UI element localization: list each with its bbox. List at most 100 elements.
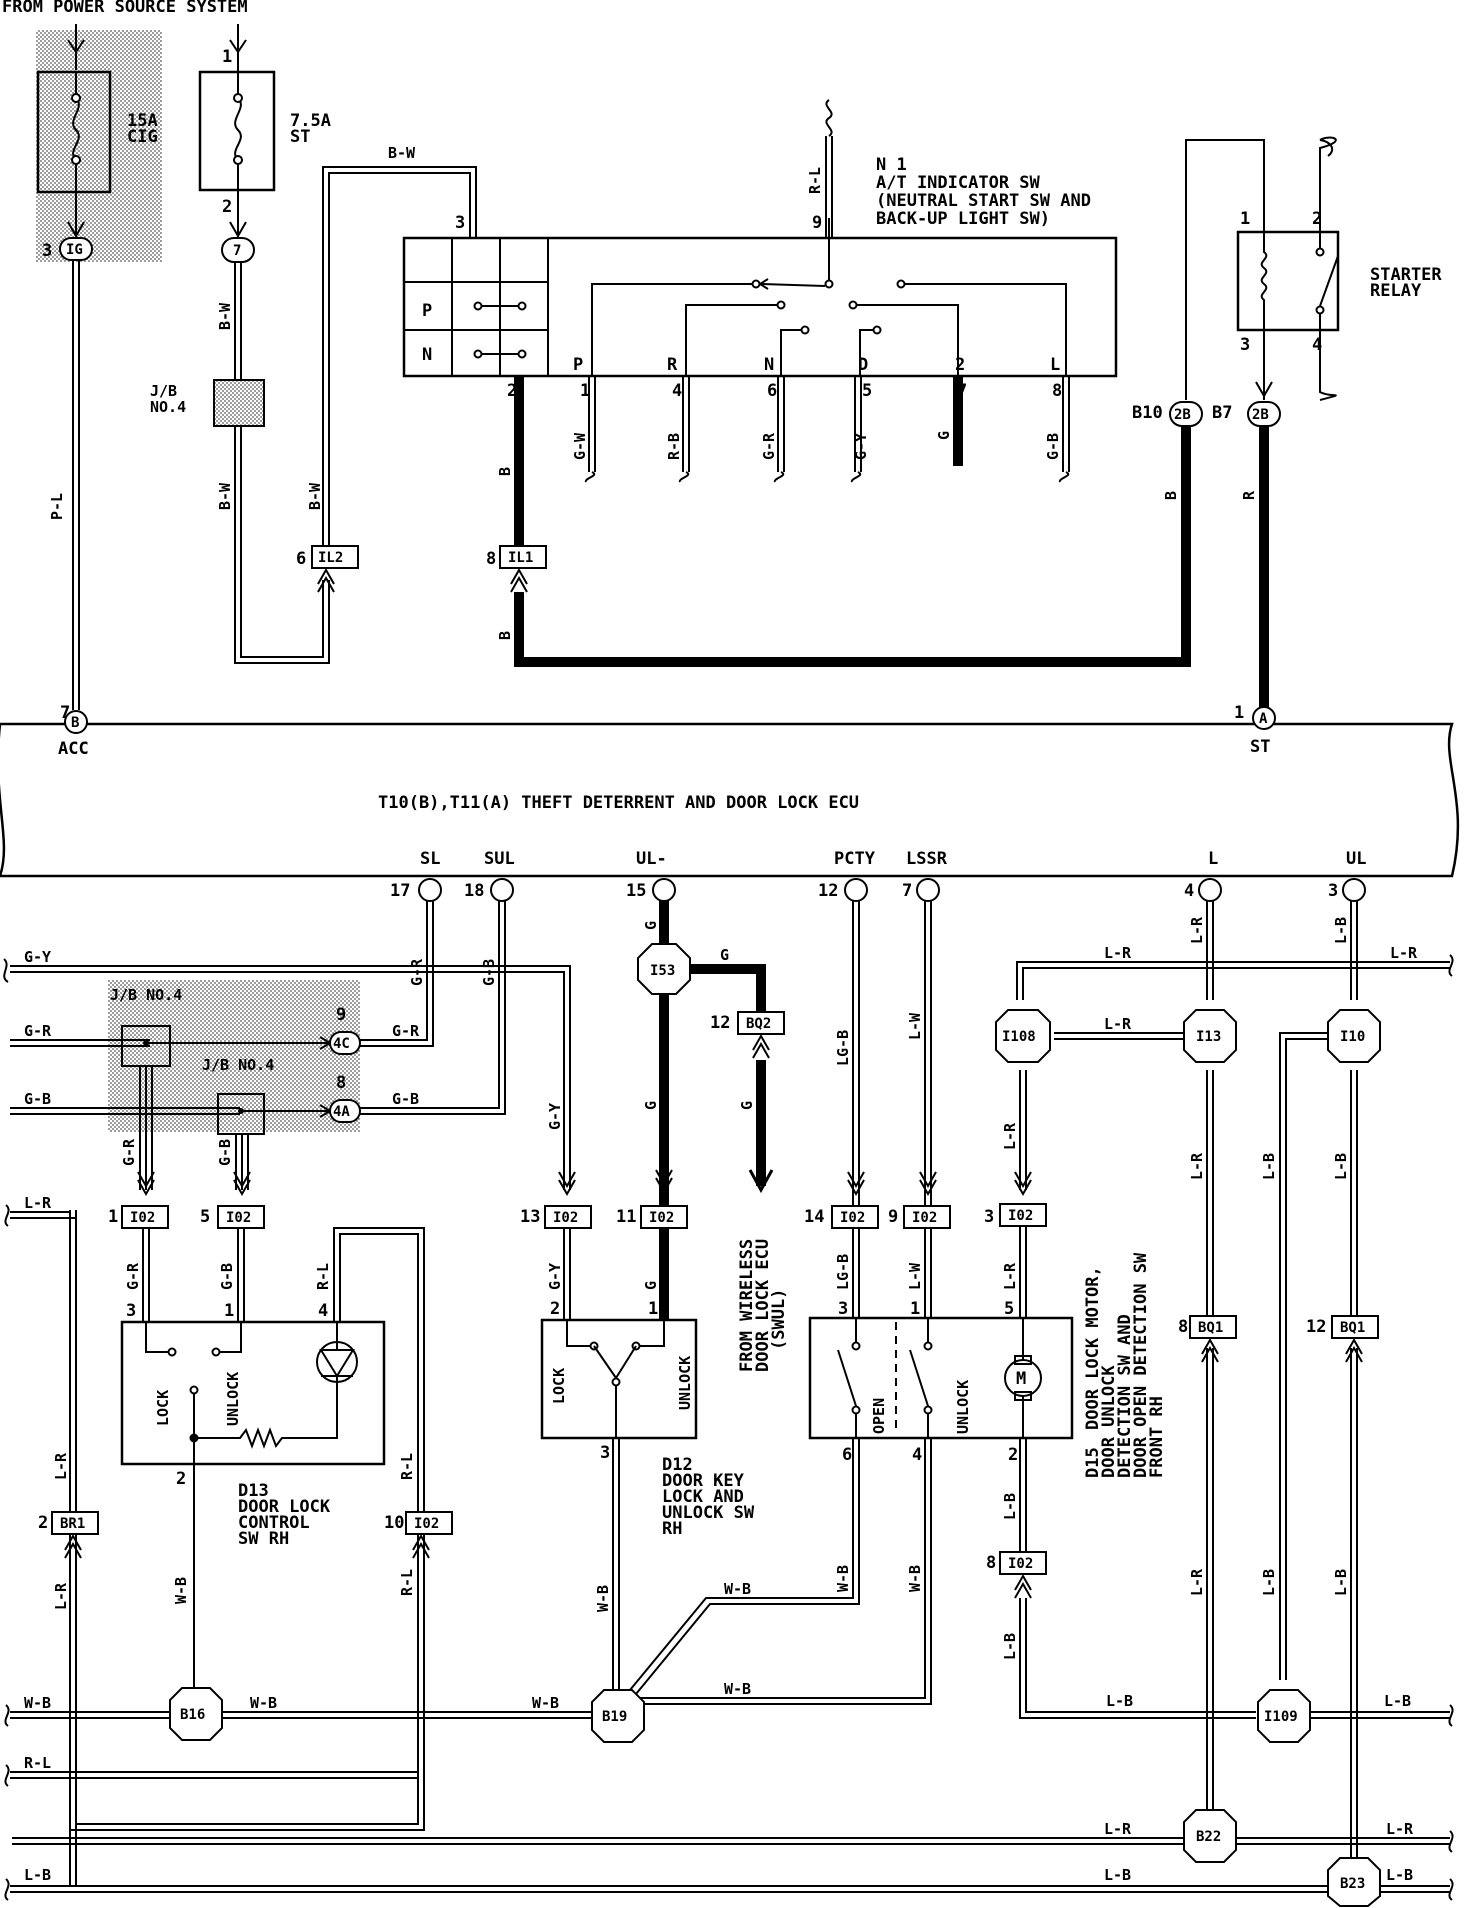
wire-gb-h: G-B bbox=[392, 1090, 419, 1108]
wire-rl-d13: R-L bbox=[314, 1263, 332, 1290]
ecu-pin-4: 4 bbox=[1184, 881, 1194, 901]
conn-i02-8-label: I02 bbox=[1008, 1556, 1033, 1572]
wire-lr-d15: L-R bbox=[1001, 1262, 1019, 1290]
ecu-pin-12-conn bbox=[844, 878, 868, 902]
ecu-pin-4-conn bbox=[1198, 878, 1222, 902]
conn-i02-1-label: I02 bbox=[130, 1210, 155, 1226]
ecu-pin-17: 17 bbox=[390, 881, 410, 901]
ecu-st-conn bbox=[1252, 706, 1276, 730]
d12-l3: UNLOCK SW bbox=[662, 1503, 755, 1523]
bus-lb-right: L-B bbox=[1384, 1692, 1411, 1710]
wire-wb-d15-4-label: W-B bbox=[906, 1565, 924, 1592]
bus-rl-left: R-L bbox=[24, 1754, 51, 1772]
bq2-pin: 12 bbox=[710, 1013, 730, 1033]
n1-pos-n: N bbox=[764, 355, 774, 375]
b10-label: B10 bbox=[1132, 403, 1163, 423]
bus-lr-right: L-R bbox=[1386, 1820, 1414, 1838]
jb-no4a-label: J/B NO.4 bbox=[110, 986, 182, 1004]
wire-b-label-1: B bbox=[496, 467, 514, 476]
i02-row: 1 I02 5 I02 13 I02 11 I02 14 I02 9 I02 3… bbox=[108, 1203, 1047, 1229]
wire-lw bbox=[924, 901, 932, 1206]
d15-switch bbox=[808, 1316, 1074, 1440]
conn-il1-label: IL1 bbox=[508, 550, 533, 566]
wire-p-l bbox=[72, 260, 80, 710]
relay-name2: RELAY bbox=[1370, 281, 1422, 301]
d15-internals bbox=[837, 1318, 1042, 1438]
wire-jb-i02 bbox=[139, 1066, 249, 1190]
conn-ig bbox=[59, 237, 93, 261]
starter-relay bbox=[1236, 230, 1340, 332]
conn-i02-10-label: I02 bbox=[414, 1516, 439, 1532]
d13-pin2: 2 bbox=[176, 1469, 186, 1489]
wire-wb-d15-label: W-B bbox=[724, 1580, 751, 1598]
n1-pin3: 3 bbox=[455, 213, 465, 233]
wire-lr-mid: L-R bbox=[1104, 1015, 1132, 1033]
i02-pin3: 3 bbox=[984, 1207, 994, 1227]
ecu-title: T10(B),T11(A) THEFT DETERRENT AND DOOR L… bbox=[378, 793, 859, 813]
conn-ig-pin: 3 bbox=[42, 241, 52, 261]
wire-gb-d13: G-B bbox=[216, 1139, 234, 1166]
wire-lb-10b: L-B bbox=[1332, 1153, 1350, 1180]
wire-lb-ul: L-B bbox=[1332, 917, 1350, 944]
right-wires bbox=[1016, 901, 1450, 1870]
ecu-acc-conn-label: B bbox=[71, 715, 79, 731]
power-source-label: FROM POWER SOURCE SYSTEM bbox=[2, 0, 248, 17]
bus-lb-bottom: L-B bbox=[1104, 1866, 1131, 1884]
ecu-term-l: L bbox=[1208, 849, 1218, 869]
n1-grid-n: N bbox=[422, 345, 432, 365]
d12-internals bbox=[566, 1320, 665, 1438]
ecu-pin-7: 7 bbox=[902, 881, 912, 901]
d15-l5: FRONT RH bbox=[1147, 1396, 1167, 1478]
wire-d12-in bbox=[563, 1228, 571, 1320]
n1-pos-2: 2 bbox=[955, 355, 965, 375]
d15-l2: DOOR UNLOCK bbox=[1099, 1365, 1119, 1478]
conn-ig-label: IG bbox=[66, 242, 83, 258]
d15-unlock: UNLOCK bbox=[954, 1380, 972, 1434]
ecu-st-pin: 1 bbox=[1234, 703, 1244, 723]
junction-i109 bbox=[1257, 1689, 1311, 1743]
n1-name: A/T INDICATOR SW bbox=[876, 173, 1041, 193]
conn-i02-10 bbox=[405, 1511, 453, 1535]
conn-4c bbox=[329, 1031, 361, 1055]
il1-pin: 8 bbox=[486, 549, 496, 569]
wire-p-l-label: P-L bbox=[48, 493, 66, 520]
wire-lb-h: L-B bbox=[1106, 1692, 1133, 1710]
wireless-l1: FROM WIRELESS bbox=[737, 1239, 757, 1372]
wireless-l2: DOOR LOCK ECU bbox=[753, 1239, 773, 1372]
ecu-term-sul: SUL bbox=[484, 849, 515, 869]
relay-pin3: 3 bbox=[1240, 335, 1250, 355]
junction-i10-label: I10 bbox=[1340, 1029, 1365, 1045]
relay-name1: STARTER bbox=[1370, 265, 1442, 285]
ecu-pin-3: 3 bbox=[1328, 881, 1338, 901]
d12-pin3: 3 bbox=[600, 1443, 610, 1463]
br1-pin: 2 bbox=[38, 1513, 48, 1533]
wire-g-label-2: G bbox=[720, 946, 729, 964]
ecu-pin-17-conn bbox=[418, 878, 442, 902]
relay-pin1: 1 bbox=[1240, 209, 1250, 229]
junction-i53-label: I53 bbox=[650, 963, 675, 979]
i02-pin8: 8 bbox=[986, 1553, 996, 1573]
conn-i02-13-label: I02 bbox=[553, 1210, 578, 1226]
conn-4a-label: 4A bbox=[333, 1104, 350, 1120]
wire-sul-gb: G-B bbox=[480, 959, 498, 986]
wire-lr-br1: L-R bbox=[52, 1452, 70, 1480]
n1-desc1: (NEUTRAL START SW AND bbox=[876, 191, 1091, 211]
junction-b22 bbox=[1183, 1809, 1237, 1863]
ecu-terminals: SL SUL UL- PCTY LSSR L UL 17 18 15 12 7 … bbox=[390, 849, 1366, 902]
left-wire-gy: G-Y bbox=[24, 948, 51, 966]
d15-l3: DETECTION SW AND bbox=[1115, 1314, 1135, 1478]
junction-i13-label: I13 bbox=[1196, 1029, 1221, 1045]
fuse-st-name: ST bbox=[290, 127, 310, 147]
wire-b-w-3: B-W bbox=[306, 482, 324, 510]
conn-i02-3 bbox=[999, 1203, 1047, 1227]
d12-id: D12 bbox=[662, 1455, 693, 1475]
c4a-pin: 8 bbox=[336, 1073, 346, 1093]
d13-lock: LOCK bbox=[154, 1390, 172, 1426]
bq1-pin8: 8 bbox=[1178, 1317, 1188, 1337]
junction-i109-label: I109 bbox=[1264, 1709, 1298, 1725]
il2-pin: 6 bbox=[296, 549, 306, 569]
n1-pos-r: R bbox=[667, 355, 678, 375]
wire-lb-109: L-B bbox=[1260, 1569, 1278, 1596]
d15-pin5: 5 bbox=[1004, 1299, 1014, 1319]
